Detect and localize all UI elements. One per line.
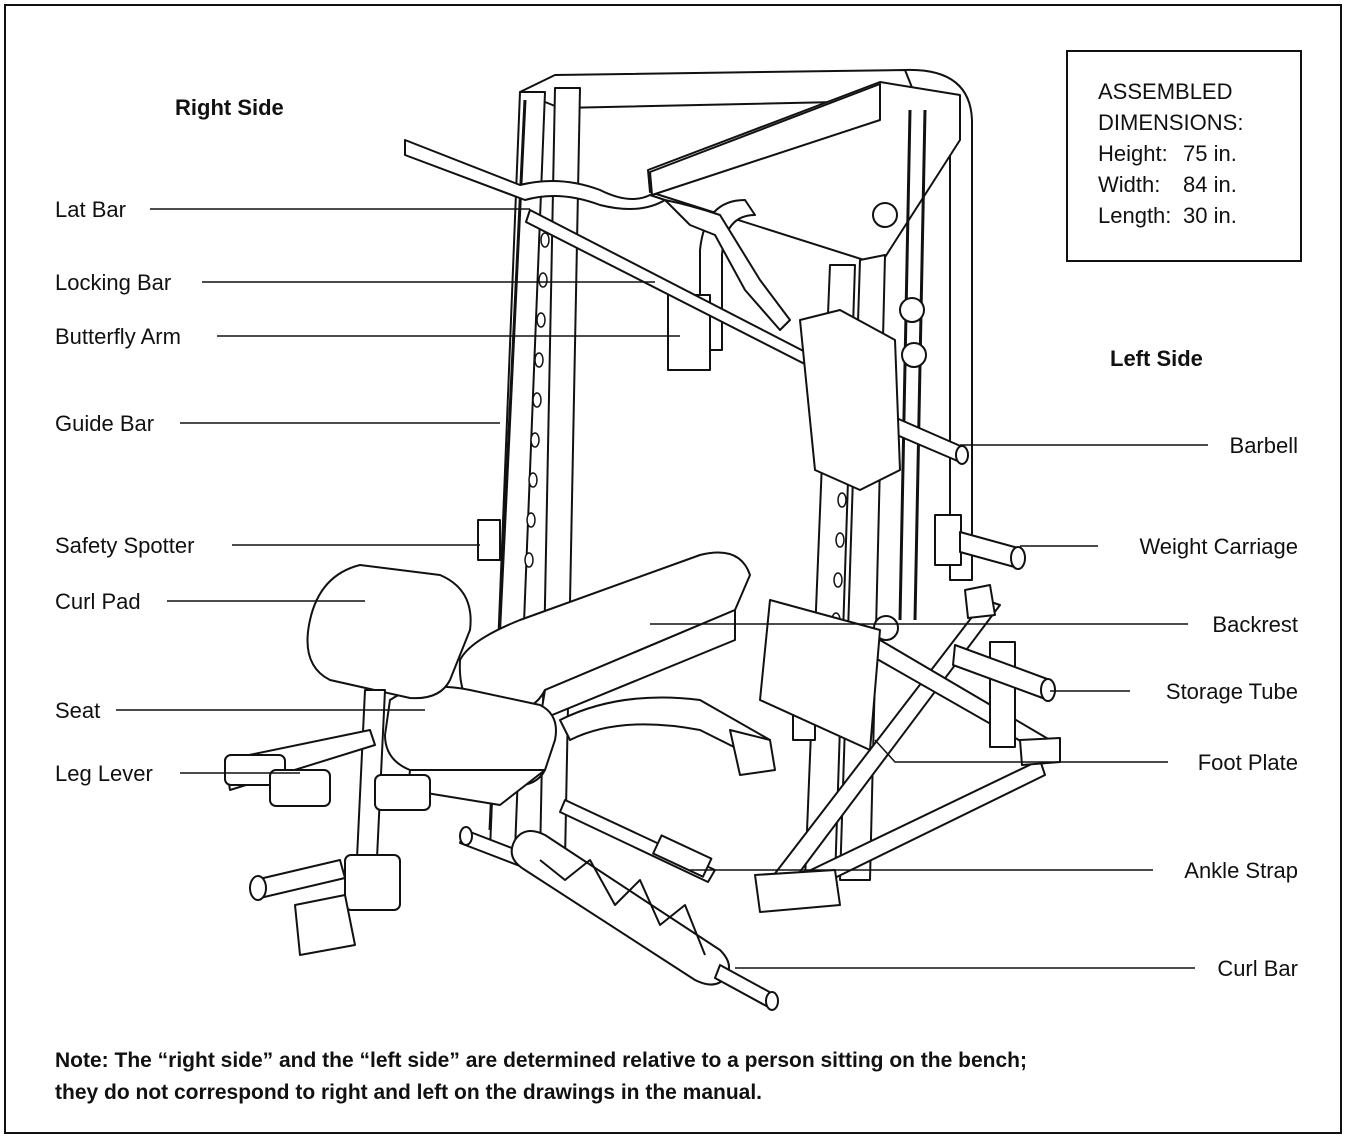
right-side-heading: Right Side: [175, 95, 284, 120]
dimension-key: Length:: [1098, 203, 1172, 228]
weight-carriage: [934, 514, 962, 566]
dimension-row-height: Height: 75 in.: [1098, 138, 1300, 169]
dimension-key: Width:: [1098, 172, 1161, 197]
label-curl-bar: Curl Bar: [1217, 956, 1298, 981]
label-weight-carriage: Weight Carriage: [1139, 534, 1298, 559]
weight-guard: [799, 309, 901, 491]
dimension-value: 30 in.: [1183, 203, 1237, 228]
dimensions-title-line1: ASSEMBLED: [1098, 79, 1233, 104]
label-barbell: Barbell: [1229, 433, 1298, 458]
label-ankle-strap: Ankle Strap: [1184, 858, 1298, 883]
pulley-upper: [872, 202, 898, 228]
dimension-row-width: Width: 84 in.: [1098, 169, 1300, 200]
label-lat-bar: Lat Bar: [55, 197, 126, 222]
dimension-value: 84 in.: [1183, 172, 1237, 197]
label-guide-bar: Guide Bar: [55, 411, 155, 436]
label-locking-bar: Locking Bar: [55, 270, 172, 295]
dimension-key: Height:: [1098, 141, 1168, 166]
note-line2: they do not correspond to right and left…: [55, 1081, 763, 1104]
label-foot-plate: Foot Plate: [1197, 750, 1298, 775]
dimension-row-length: Length: 30 in.: [1098, 200, 1300, 231]
orientation-note: Note: The “right side” and the “left sid…: [55, 1045, 1305, 1109]
pulley-mid2: [901, 342, 927, 368]
label-seat: Seat: [55, 698, 101, 723]
safety-spotter-right: [477, 519, 501, 561]
foot-plate: [759, 599, 881, 751]
left-side-heading: Left Side: [1110, 346, 1203, 371]
assembled-dimensions-box: ASSEMBLED DIMENSIONS: Height: 75 in. Wid…: [1066, 50, 1302, 262]
pulley-mid: [899, 297, 925, 323]
label-curl-pad: Curl Pad: [55, 589, 141, 614]
dimensions-title-line2: DIMENSIONS:: [1098, 110, 1244, 135]
label-leg-lever: Leg Lever: [55, 761, 153, 786]
curl-pad: [306, 564, 472, 700]
diagram-frame: [4, 4, 1342, 1134]
label-storage-tube: Storage Tube: [1165, 679, 1298, 704]
label-backrest: Backrest: [1212, 612, 1298, 637]
note-line1: Note: The “right side” and the “left sid…: [55, 1049, 1027, 1072]
dimension-value: 75 in.: [1183, 141, 1237, 166]
label-safety-spotter: Safety Spotter: [55, 533, 195, 558]
label-butterfly-arm: Butterfly Arm: [55, 324, 181, 349]
